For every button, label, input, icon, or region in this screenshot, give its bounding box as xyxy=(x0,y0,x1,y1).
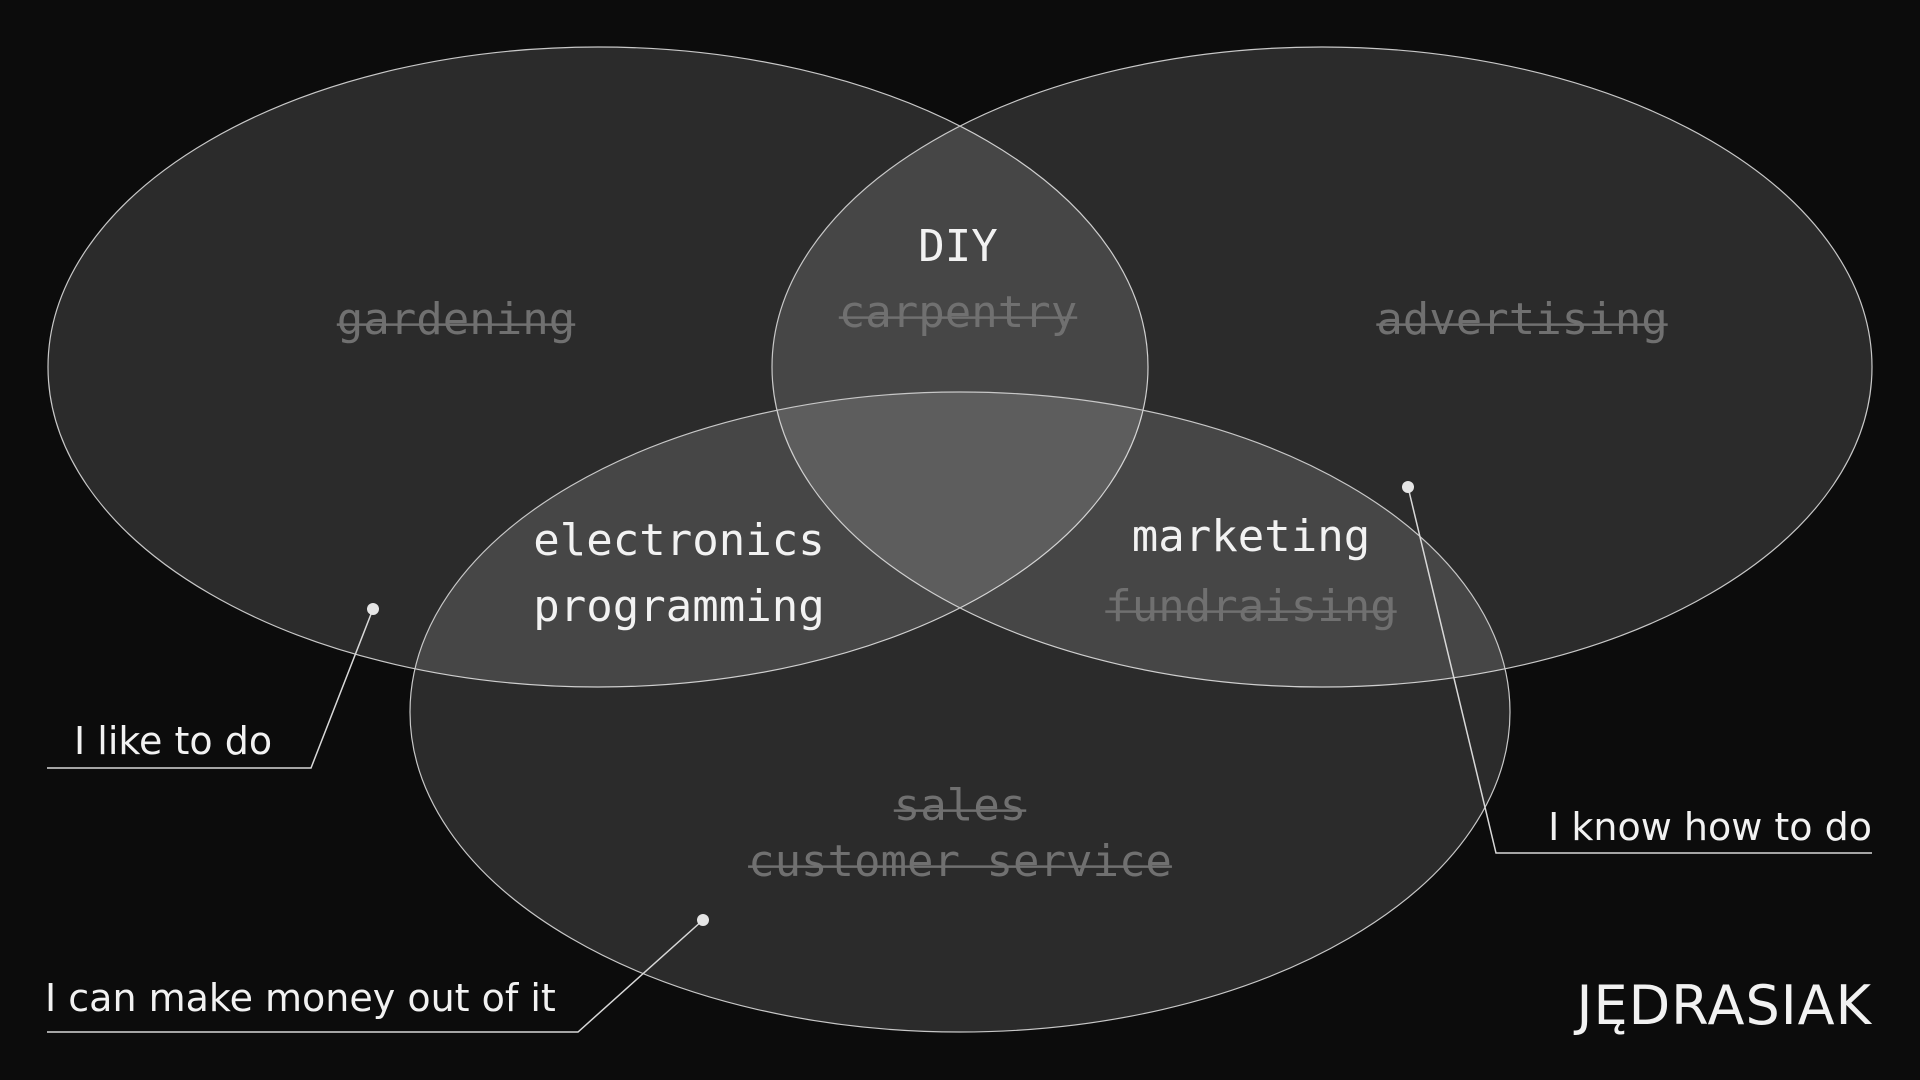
callout-know-label: I know how to do xyxy=(1548,805,1872,849)
callout-like-leader xyxy=(47,608,374,769)
callout-know-leader xyxy=(1407,486,1872,854)
callout-money-label: I can make money out of it xyxy=(45,976,556,1020)
item-customer-service: customer service xyxy=(748,836,1172,887)
callout-know: I know how to do xyxy=(1402,481,1872,854)
item-marketing: marketing xyxy=(1132,511,1370,562)
region-items: gardening advertising DIY carpentry elec… xyxy=(336,221,1668,887)
item-fundraising: fundraising xyxy=(1105,581,1396,632)
item-sales: sales xyxy=(894,780,1026,831)
callout-money-dot xyxy=(697,914,709,926)
item-advertising: advertising xyxy=(1376,294,1667,345)
item-gardening: gardening xyxy=(337,294,575,345)
circle-like xyxy=(47,46,1149,688)
callout-money: I can make money out of it xyxy=(45,914,709,1033)
callout-like-label: I like to do xyxy=(74,719,272,763)
brand-logo: JĘDRASIAK xyxy=(1574,974,1873,1037)
item-electronics: electronics xyxy=(533,515,824,566)
item-diy: DIY xyxy=(918,221,997,272)
circle-money xyxy=(409,391,1511,1033)
callout-like-dot xyxy=(367,603,379,615)
circle-know xyxy=(771,46,1873,688)
callout-like: I like to do xyxy=(47,603,379,769)
item-programming: programming xyxy=(533,581,824,632)
callout-money-leader xyxy=(47,919,704,1033)
item-carpentry: carpentry xyxy=(839,287,1077,338)
callout-know-dot xyxy=(1402,481,1414,493)
